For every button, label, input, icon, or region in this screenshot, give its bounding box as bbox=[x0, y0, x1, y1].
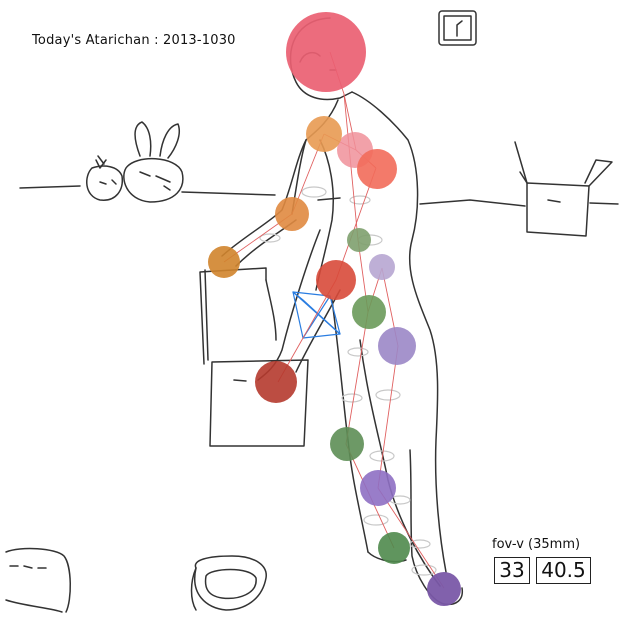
clock-icon bbox=[438, 10, 477, 46]
joint-handles bbox=[208, 12, 461, 606]
toaster bbox=[5, 547, 71, 613]
joint-wrist-left[interactable] bbox=[208, 246, 240, 278]
joint-head[interactable] bbox=[286, 12, 366, 92]
joint-knee-right[interactable] bbox=[360, 470, 396, 506]
joint-hip-right[interactable] bbox=[369, 254, 395, 280]
joint-elbow-right[interactable] bbox=[316, 260, 356, 300]
fov-degrees-field[interactable]: 33 bbox=[494, 557, 530, 584]
joint-elbow-left[interactable] bbox=[275, 197, 309, 231]
joint-knee-left[interactable] bbox=[330, 427, 364, 461]
joint-ankle-left[interactable] bbox=[378, 532, 410, 564]
joint-chest[interactable] bbox=[347, 228, 371, 252]
joint-ankle-right[interactable] bbox=[427, 572, 461, 606]
plush-toys bbox=[86, 121, 184, 203]
joint-shoulder-right[interactable] bbox=[357, 149, 397, 189]
fov-focal-field[interactable]: 40.5 bbox=[536, 557, 591, 584]
joint-shoulder-left[interactable] bbox=[306, 116, 342, 152]
floor-line-left bbox=[19, 185, 341, 201]
joint-pelvis-right[interactable] bbox=[378, 327, 416, 365]
page-title: Today's Atarichan : 2013-1030 bbox=[32, 33, 236, 48]
toilet bbox=[190, 555, 267, 611]
cardboard-box bbox=[514, 141, 613, 237]
figure-outline bbox=[221, 17, 464, 606]
fov-label: fov-v (35mm) bbox=[492, 537, 581, 552]
joint-wrist-right[interactable] bbox=[255, 361, 297, 403]
floor-line-right bbox=[419, 199, 619, 207]
joint-hip-left[interactable] bbox=[352, 295, 386, 329]
